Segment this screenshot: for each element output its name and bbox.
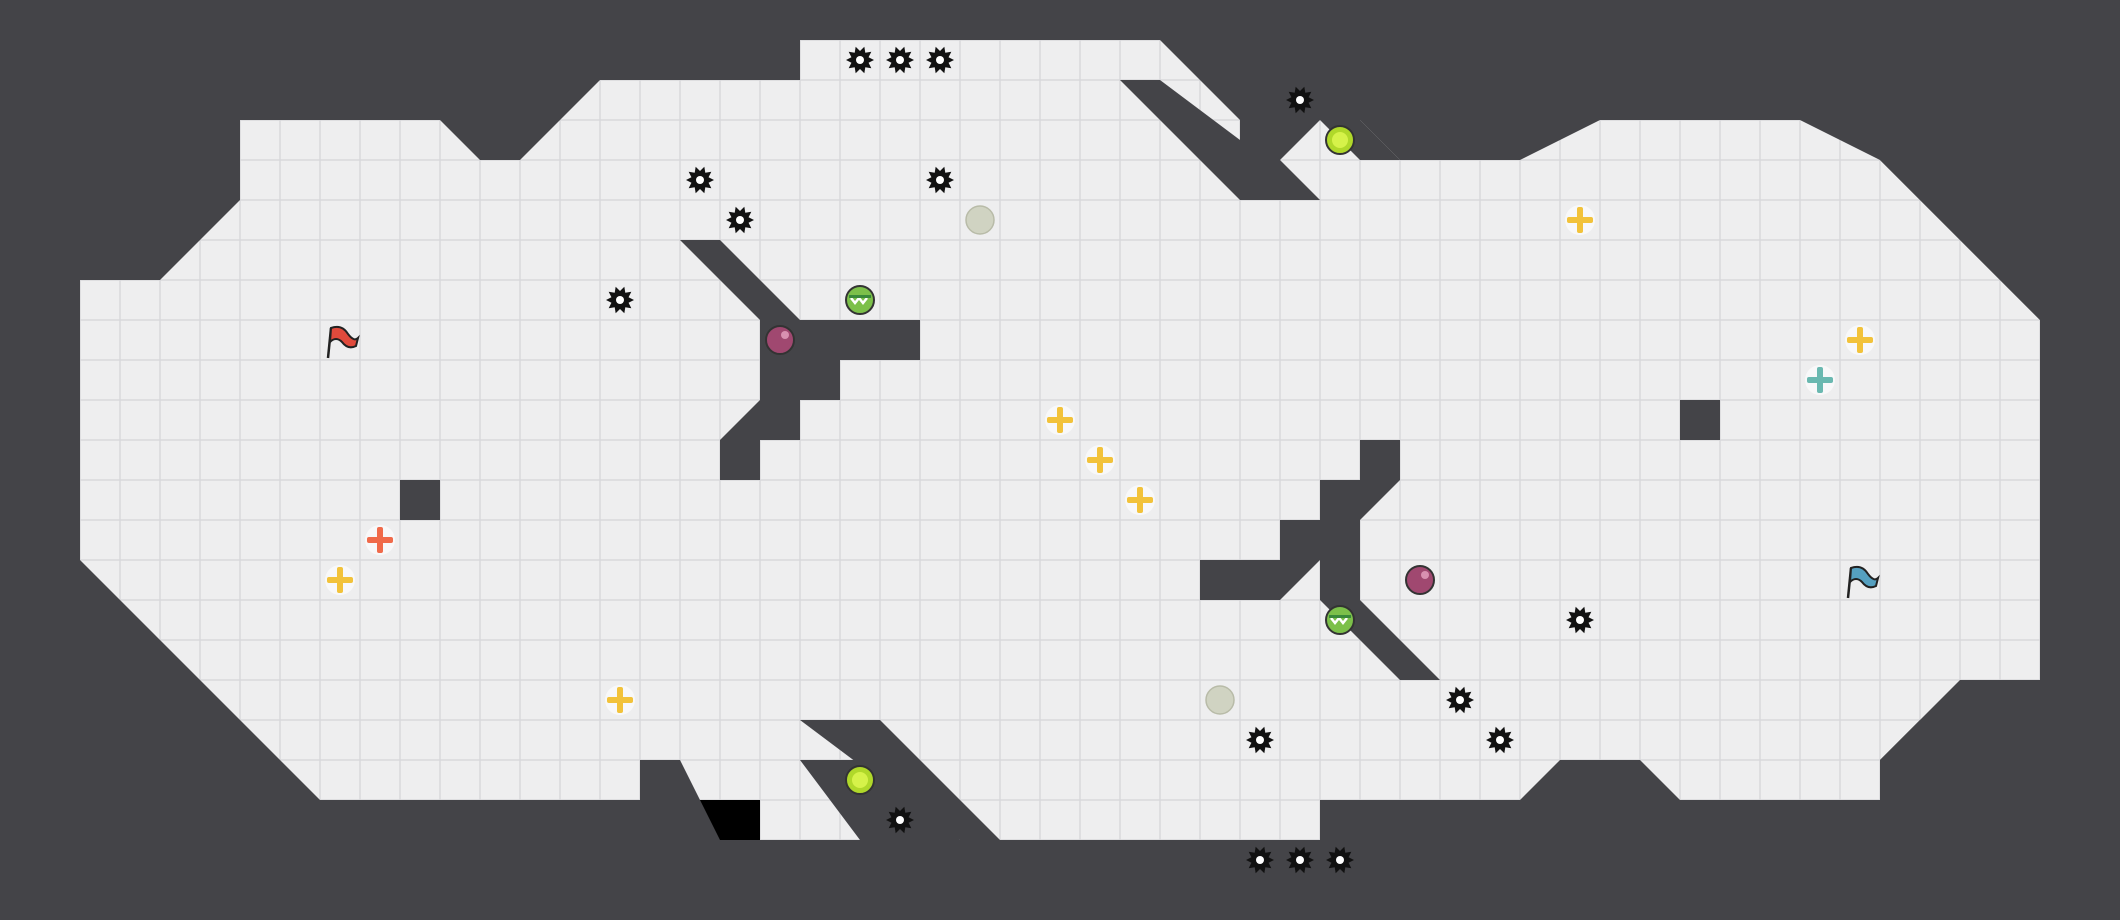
boost-pad-icon	[1325, 125, 1355, 155]
boost-pad-icon	[845, 765, 875, 795]
spike-hazard-icon	[1446, 686, 1474, 714]
powerup-yellow-icon	[605, 685, 635, 715]
spike-hazard-icon	[926, 46, 954, 74]
bottom-left-diagonal-wall	[80, 600, 280, 800]
spike-hazard-icon	[606, 286, 634, 314]
blue-flag-icon[interactable]	[1846, 565, 1880, 599]
empty-pad-icon	[965, 205, 995, 235]
spike-hazard-icon	[846, 46, 874, 74]
jukejuice-icon	[845, 285, 875, 315]
right-block-wall	[1680, 400, 1720, 440]
bottom-right-corner-wall	[1880, 720, 1960, 800]
powerup-yellow-icon	[1085, 445, 1115, 475]
top-center-diagonal-wall	[1120, 80, 1320, 200]
spike-hazard-icon	[1246, 726, 1274, 754]
interior-walls	[80, 80, 2040, 840]
bomb-icon	[765, 325, 795, 355]
red-flag-icon[interactable]	[326, 325, 360, 359]
powerup-teal-icon	[1805, 365, 1835, 395]
spike-hazard-icon	[1286, 846, 1314, 874]
bomb-icon	[1405, 565, 1435, 595]
powerup-yellow-icon	[1845, 325, 1875, 355]
empty-pad-icon	[1205, 685, 1235, 715]
powerup-red-icon	[365, 525, 395, 555]
map-entities	[325, 46, 1880, 874]
spike-hazard-icon	[886, 46, 914, 74]
jukejuice-icon	[1325, 605, 1355, 635]
spike-hazard-icon	[1246, 846, 1274, 874]
spike-hazard-icon	[726, 206, 754, 234]
right-upper-diagonal-wall	[1840, 120, 2040, 320]
spike-hazard-icon	[886, 806, 914, 834]
spike-hazard-icon	[1286, 86, 1314, 114]
spike-hazard-icon	[1486, 726, 1514, 754]
left-center-wall	[680, 240, 920, 480]
bottom-center-wall	[800, 720, 1000, 840]
powerup-yellow-icon	[1565, 205, 1595, 235]
top-notch-wall	[440, 80, 520, 120]
spike-hazard-icon	[686, 166, 714, 194]
spike-hazard-icon	[926, 166, 954, 194]
powerup-yellow-icon	[325, 565, 355, 595]
right-center-wall	[1200, 440, 1440, 680]
powerup-yellow-icon	[1125, 485, 1155, 515]
left-block-wall	[400, 480, 440, 520]
spike-hazard-icon	[1566, 606, 1594, 634]
powerup-yellow-icon	[1045, 405, 1075, 435]
floor-area	[40, 40, 2080, 880]
top-left-diagonal-wall	[120, 160, 200, 240]
bottom-right-notch-wall	[1560, 760, 1680, 800]
spike-hazard-icon	[1326, 846, 1354, 874]
